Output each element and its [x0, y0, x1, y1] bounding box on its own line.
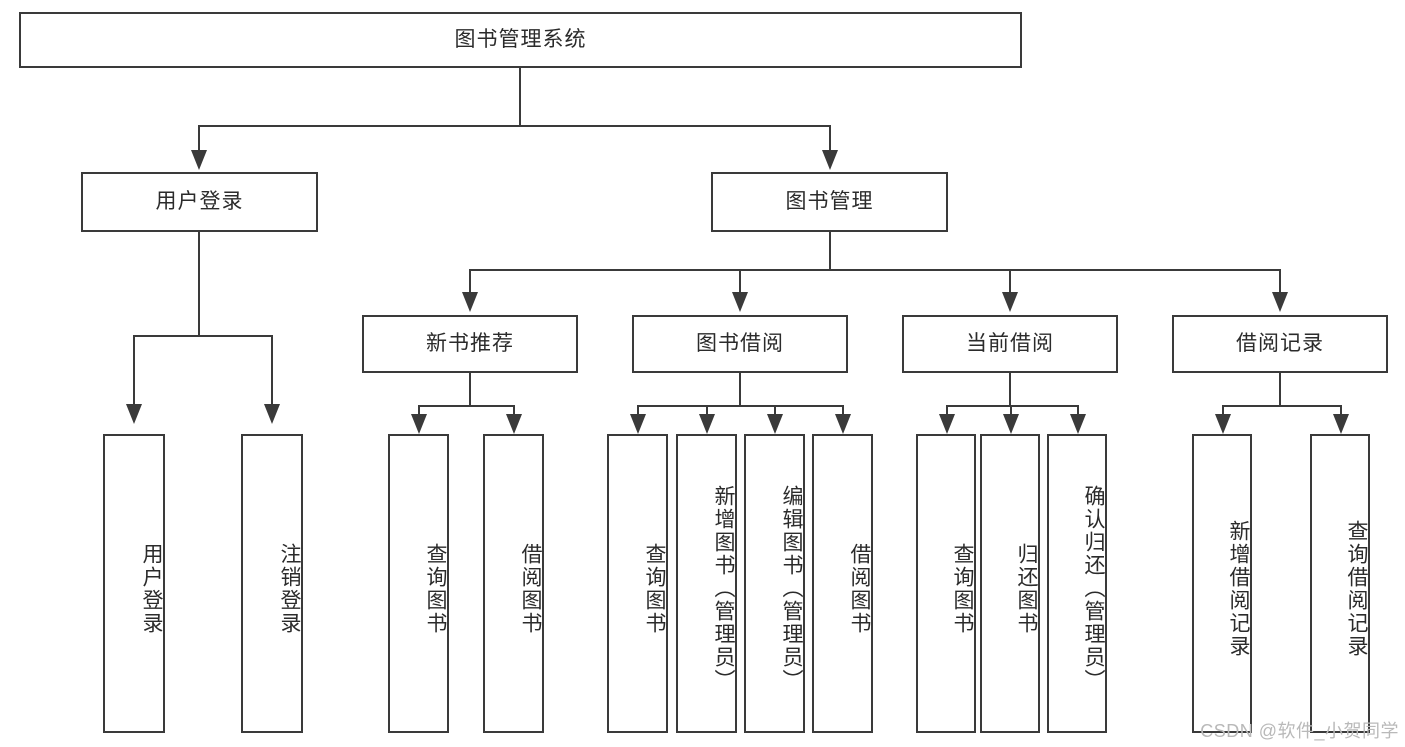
- arrowhead-new-book: [462, 292, 478, 312]
- leaf-bb-borrow-book[interactable]: 借阅图书: [812, 434, 873, 733]
- arrowhead-bb-borrow: [835, 414, 851, 434]
- connector-drop-user-login: [198, 125, 200, 153]
- connector-drop-borrow-record: [1279, 269, 1281, 295]
- csdn-watermark: CSDN @软件_小贺同学: [1200, 721, 1399, 741]
- connector-current-borrow-bus: [946, 405, 1078, 407]
- node-label: 借阅记录: [1236, 332, 1324, 356]
- connector-borrow-record-bus: [1222, 405, 1341, 407]
- node-borrow-record[interactable]: 借阅记录: [1172, 315, 1388, 373]
- node-current-borrow[interactable]: 当前借阅: [902, 315, 1118, 373]
- arrowhead-cb-return: [1003, 414, 1019, 434]
- connector-drop-book-management: [829, 125, 831, 153]
- leaf-bb-add-book-admin[interactable]: 新增图书（管理员）: [676, 434, 737, 733]
- leaf-label: 编辑图书（管理员）: [780, 485, 803, 692]
- connector-borrow-record-stem: [1279, 373, 1281, 407]
- connector-book-borrow-stem: [739, 373, 741, 407]
- connector-root-stem: [519, 68, 521, 126]
- arrowhead-cb-query: [939, 414, 955, 434]
- leaf-br-query-record[interactable]: 查询借阅记录: [1310, 434, 1370, 733]
- leaf-label: 注销登录: [278, 542, 301, 635]
- leaf-label: 确认归还（管理员）: [1082, 485, 1105, 692]
- node-user-login[interactable]: 用户登录: [81, 172, 318, 232]
- arrowhead-br-query: [1333, 414, 1349, 434]
- leaf-br-add-record[interactable]: 新增借阅记录: [1192, 434, 1252, 733]
- leaf-nb-query-book[interactable]: 查询图书: [388, 434, 449, 733]
- connector-user-login-bus: [133, 335, 273, 337]
- leaf-label: 借阅图书: [519, 542, 542, 635]
- arrowhead-leaf-user-login: [126, 404, 142, 424]
- arrowhead-user-login: [191, 150, 207, 170]
- leaf-label: 新增借阅记录: [1227, 519, 1250, 658]
- node-book-management[interactable]: 图书管理: [711, 172, 948, 232]
- arrowhead-current-borrow: [1002, 292, 1018, 312]
- arrowhead-bb-add: [699, 414, 715, 434]
- connector-drop-leaf-user-login: [133, 335, 135, 407]
- leaf-cb-return-book[interactable]: 归还图书: [980, 434, 1040, 733]
- connector-drop-current-borrow: [1009, 269, 1011, 295]
- arrowhead-borrow-record: [1272, 292, 1288, 312]
- node-label: 图书管理系统: [454, 28, 587, 52]
- leaf-label: 用户登录: [140, 542, 163, 635]
- arrowhead-book-management: [822, 150, 838, 170]
- leaf-user-login[interactable]: 用户登录: [103, 434, 165, 733]
- node-label: 图书借阅: [696, 332, 784, 356]
- leaf-nb-borrow-book[interactable]: 借阅图书: [483, 434, 544, 733]
- connector-new-book-stem: [469, 373, 471, 407]
- leaf-label: 查询图书: [643, 542, 666, 635]
- connector-new-book-bus: [418, 405, 514, 407]
- node-label: 新书推荐: [426, 332, 514, 356]
- connector-level1-bus: [198, 125, 831, 127]
- connector-book-management-stem: [829, 232, 831, 270]
- leaf-logout[interactable]: 注销登录: [241, 434, 303, 733]
- connector-level2-bus: [469, 269, 1280, 271]
- leaf-label: 查询图书: [951, 542, 974, 635]
- arrowhead-nb-borrow: [506, 414, 522, 434]
- connector-user-login-stem: [198, 232, 200, 336]
- leaf-label: 查询图书: [424, 542, 447, 635]
- leaf-cb-query-book[interactable]: 查询图书: [916, 434, 976, 733]
- node-book-borrow[interactable]: 图书借阅: [632, 315, 848, 373]
- connector-drop-new-book: [469, 269, 471, 295]
- leaf-label: 借阅图书: [848, 542, 871, 635]
- connector-current-borrow-stem: [1009, 373, 1011, 407]
- arrowhead-nb-query: [411, 414, 427, 434]
- leaf-bb-query-book[interactable]: 查询图书: [607, 434, 668, 733]
- leaf-bb-edit-book-admin[interactable]: 编辑图书（管理员）: [744, 434, 805, 733]
- leaf-label: 查询借阅记录: [1345, 519, 1368, 658]
- connector-book-borrow-bus: [637, 405, 843, 407]
- node-label: 图书管理: [785, 190, 874, 214]
- leaf-label: 新增图书（管理员）: [712, 485, 735, 692]
- node-label: 当前借阅: [966, 332, 1054, 356]
- arrowhead-bb-query: [630, 414, 646, 434]
- node-new-book-recommend[interactable]: 新书推荐: [362, 315, 578, 373]
- arrowhead-leaf-logout: [264, 404, 280, 424]
- arrowhead-cb-confirm: [1070, 414, 1086, 434]
- arrowhead-book-borrow: [732, 292, 748, 312]
- node-root-book-management-system[interactable]: 图书管理系统: [19, 12, 1022, 68]
- leaf-label: 归还图书: [1015, 542, 1038, 635]
- connector-drop-book-borrow: [739, 269, 741, 295]
- arrowhead-br-add: [1215, 414, 1231, 434]
- connector-drop-leaf-logout: [271, 335, 273, 407]
- arrowhead-bb-edit: [767, 414, 783, 434]
- node-label: 用户登录: [155, 190, 244, 214]
- leaf-cb-confirm-return-admin[interactable]: 确认归还（管理员）: [1047, 434, 1107, 733]
